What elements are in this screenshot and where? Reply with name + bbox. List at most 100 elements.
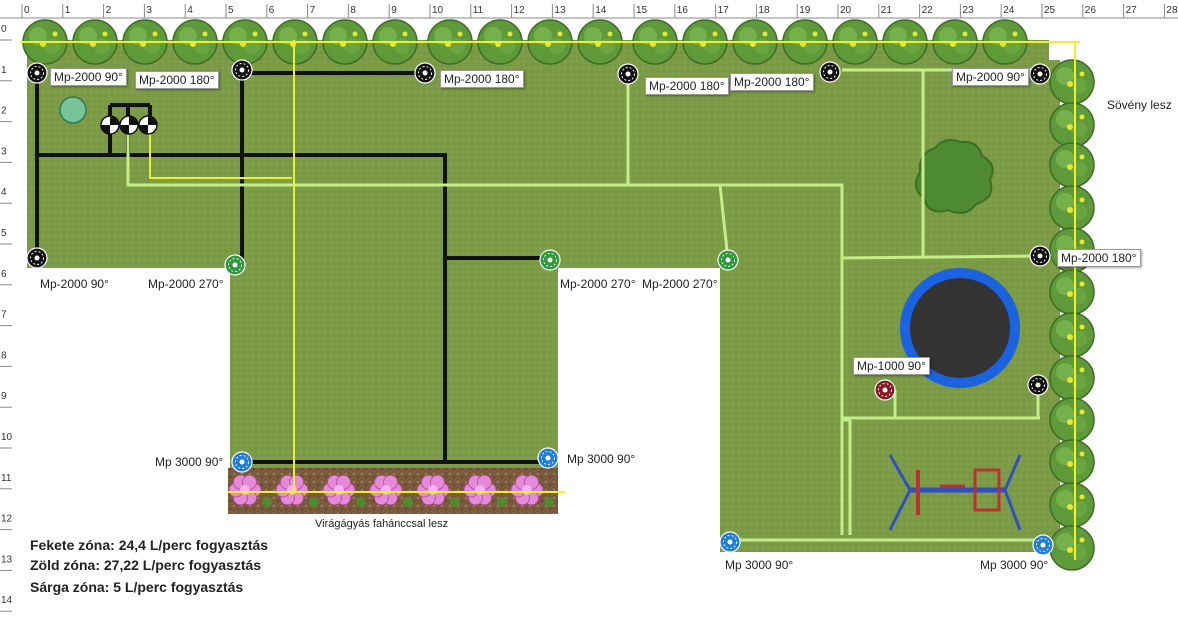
trampoline-icon — [900, 268, 1020, 388]
ruler-x-tick-label: 25 — [1044, 5, 1056, 16]
sprinkler-head-icon — [231, 59, 253, 81]
ruler-x-tick-label: 13 — [554, 5, 566, 16]
sprinkler-head-icon — [719, 531, 741, 553]
sprinkler-head-icon — [717, 249, 739, 271]
ruler-x-tick-label: 24 — [1003, 5, 1015, 16]
bush-icon — [1049, 312, 1095, 358]
sprinkler-label-s2: Mp-2000 180° — [135, 71, 219, 89]
ruler-y-tick-label: 3 — [1, 146, 7, 157]
sprinkler-head-icon — [617, 63, 639, 85]
flower-icon — [228, 474, 272, 507]
legend-black-zone: Fekete zóna: 24,4 L/perc fogyasztás — [30, 537, 269, 553]
ruler-y-tick-label: 9 — [1, 391, 7, 402]
legend-yellow-zone: Sárga zóna: 5 L/perc fogyasztás — [30, 579, 244, 595]
sprinkler-label-s11: Mp-2000 180° — [1057, 249, 1141, 267]
ruler-x-tick-label: 9 — [391, 5, 397, 16]
ruler-y-tick-label: 14 — [1, 595, 13, 606]
ruler-x-tick-label: 3 — [146, 5, 152, 16]
ruler-x-tick-label: 16 — [677, 5, 689, 16]
ruler-y-tick-label: 0 — [1, 24, 7, 35]
ruler-y-tick-label: 6 — [1, 269, 7, 280]
flower-icon — [369, 474, 413, 507]
sprinkler-head-icon — [231, 451, 253, 473]
sprinkler-label-s4: Mp-2000 180° — [645, 77, 729, 95]
sprinkler-head-icon — [1032, 534, 1054, 556]
sprinkler-label-s16: Mp 3000 90° — [980, 558, 1049, 572]
sprinkler-head-icon — [874, 379, 896, 401]
sprinkler-head-icon — [26, 247, 48, 269]
sprinkler-head-icon — [1029, 245, 1051, 267]
ruler-x-tick-label: 28 — [1166, 5, 1178, 16]
sprinkler-label-s10: Mp-2000 270° — [642, 277, 718, 291]
bush-icon — [1049, 482, 1095, 528]
ruler-x-tick-label: 1 — [65, 5, 71, 16]
bush-icon — [1049, 185, 1095, 231]
flower-icon — [275, 474, 319, 507]
ruler-x-tick-label: 2 — [106, 5, 112, 16]
ruler-x-tick-label: 15 — [636, 5, 648, 16]
sprinkler-label-s8: Mp-2000 270° — [148, 277, 224, 291]
black-zone-pipes — [35, 71, 550, 464]
sprinkler-label-s1: Mp-2000 90° — [50, 68, 127, 86]
sprinkler-head-icon — [819, 61, 841, 83]
sprinkler-label-s5: Mp-2000 180° — [730, 73, 814, 91]
ruler-x-tick-label: 26 — [1085, 5, 1097, 16]
ruler-y-tick-label: 1 — [1, 65, 7, 76]
ruler-x-tick-label: 5 — [228, 5, 234, 16]
water-tap-icon — [59, 96, 87, 124]
ruler-y-tick-label: 2 — [1, 106, 7, 117]
sprinkler-label-s14: Mp 3000 90° — [567, 452, 636, 466]
ruler-x-tick-label: 18 — [758, 5, 770, 16]
ruler-y-tick-label: 11 — [1, 473, 12, 484]
sprinkler-label-s12: Mp-1000 90° — [853, 357, 930, 375]
ruler-y-tick-label: 7 — [1, 310, 7, 321]
ruler-y-tick-label: 4 — [1, 187, 7, 198]
ruler-y-tick-label: 8 — [1, 350, 7, 361]
sprinkler-head-icon — [1027, 374, 1049, 396]
sprinkler-head-icon — [224, 254, 246, 276]
ruler-x-tick-label: 23 — [962, 5, 974, 16]
ruler-y-tick-label: 13 — [1, 554, 13, 565]
sprinkler-head-icon — [414, 62, 436, 84]
ruler-x-tick-label: 19 — [799, 5, 811, 16]
valve-icons — [100, 115, 158, 135]
sprinkler-label-s7: Mp-2000 90° — [40, 277, 109, 291]
bush-icon — [1049, 142, 1095, 188]
bush-icon — [1049, 397, 1095, 443]
tree-icon — [914, 139, 994, 214]
bush-icon — [1049, 102, 1095, 148]
bush-icon — [1049, 59, 1095, 105]
sprinkler-label-s6: Mp-2000 90° — [952, 68, 1029, 86]
sprinkler-label-s9: Mp-2000 270° — [560, 277, 636, 291]
ruler-x-tick-label: 7 — [310, 5, 316, 16]
bush-icon — [1049, 269, 1095, 315]
sprinkler-label-s15: Mp 3000 90° — [725, 558, 794, 572]
bush-icon — [1049, 439, 1095, 485]
green-zone-pipes — [126, 68, 1043, 542]
sprinkler-head-icon — [26, 62, 48, 84]
ruler-x-tick-label: 11 — [473, 5, 484, 16]
ruler-x-tick-label: 22 — [922, 5, 934, 16]
sprinkler-head-icon — [539, 249, 561, 271]
sprinkler-heads — [26, 59, 1054, 556]
bush-icon — [1049, 355, 1095, 401]
ruler-x-tick-label: 17 — [718, 5, 730, 16]
ruler-x-tick-label: 21 — [881, 5, 893, 16]
ruler-x-tick-label: 20 — [840, 5, 852, 16]
yellow-zone-pipes — [149, 40, 295, 492]
bush-icon — [1049, 525, 1095, 571]
flower-icon — [510, 474, 554, 507]
ruler-x-tick-label: 4 — [187, 5, 193, 16]
ruler-x-tick-label: 6 — [269, 5, 275, 16]
ruler-y-tick-label: 5 — [1, 228, 7, 239]
sprinkler-label-s13: Mp 3000 90° — [155, 455, 224, 469]
ruler-x-tick-label: 0 — [24, 5, 30, 16]
ruler-x-tick-label: 12 — [514, 5, 526, 16]
ruler-x-tick-label: 14 — [595, 5, 607, 16]
sprinkler-label-s3: Mp-2000 180° — [440, 70, 524, 88]
ruler-x-tick-label: 10 — [432, 5, 444, 16]
hedge-note: Sövény lesz — [1107, 98, 1172, 112]
sprinkler-head-icon — [1029, 63, 1051, 85]
